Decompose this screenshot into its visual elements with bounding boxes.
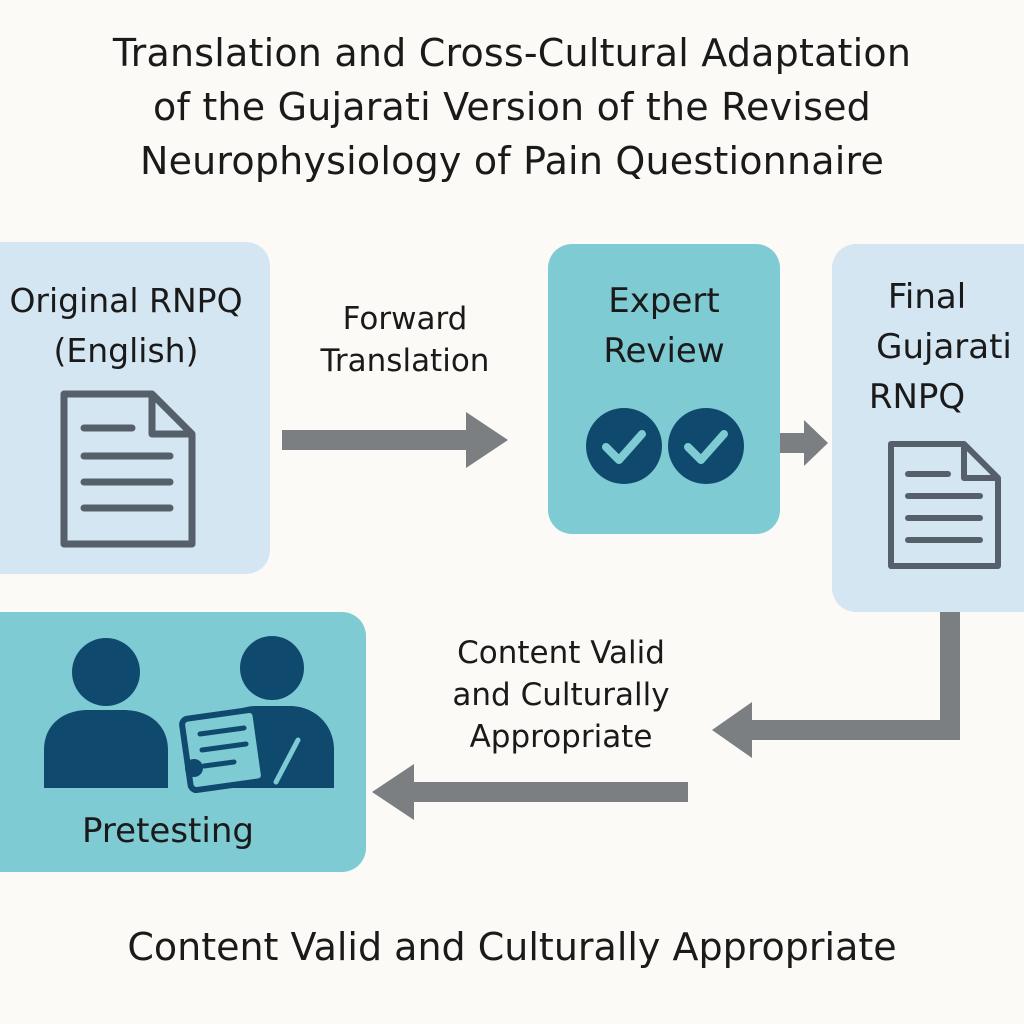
- edge-forward-label: Forward Translation: [300, 298, 510, 382]
- node-pretesting: Pretesting: [0, 612, 366, 872]
- node-expert-line-2: Review: [603, 331, 725, 371]
- node-expert-review: Expert Review: [548, 244, 780, 534]
- edge-return-line-2: and Culturally: [452, 677, 670, 713]
- node-expert-label: Expert Review: [548, 276, 780, 376]
- check-circle-icon: [586, 408, 662, 484]
- people-reviewing-icon: [44, 636, 334, 794]
- title-line-2: of the Gujarati Version of the Revised: [153, 85, 871, 129]
- node-expert-line-1: Expert: [608, 281, 720, 321]
- document-icon: [888, 441, 1001, 569]
- edge-forward-line-1: Forward: [342, 301, 468, 337]
- node-final-line-3: RNPQ: [868, 377, 966, 417]
- arrow-forward-translation: [282, 412, 508, 468]
- node-final-line-1: Final: [887, 277, 967, 317]
- node-original-line-2: (English): [53, 331, 199, 370]
- node-final-label: Final Gujarati RNPQ: [832, 272, 1024, 422]
- footer-caption: Content Valid and Culturally Appropriate: [127, 925, 897, 969]
- check-circle-icon: [668, 408, 744, 484]
- arrow-expert-to-final: [780, 420, 828, 466]
- edge-return-line-1: Content Valid: [457, 635, 665, 671]
- document-icon: [60, 390, 196, 548]
- diagram-title: Translation and Cross-Cultural Adaptatio…: [0, 26, 1024, 188]
- title-line-1: Translation and Cross-Cultural Adaptatio…: [112, 31, 912, 75]
- title-line-3: Neurophysiology of Pain Questionnaire: [139, 139, 885, 183]
- node-original-rnpq: Original RNPQ (English): [0, 242, 270, 574]
- arrow-to-pretesting: [372, 764, 688, 820]
- edge-return-label: Content Valid and Culturally Appropriate: [430, 632, 692, 758]
- arrow-final-to-return: [712, 612, 960, 758]
- edge-forward-line-2: Translation: [320, 343, 490, 379]
- node-final-line-2: Gujarati: [876, 327, 1012, 367]
- node-final-gujarati-rnpq: Final Gujarati RNPQ: [832, 244, 1024, 612]
- node-pretesting-label: Pretesting: [82, 811, 254, 851]
- node-original-label: Original RNPQ (English): [0, 276, 276, 376]
- node-original-line-1: Original RNPQ: [9, 281, 243, 320]
- edge-return-line-3: Appropriate: [469, 719, 653, 755]
